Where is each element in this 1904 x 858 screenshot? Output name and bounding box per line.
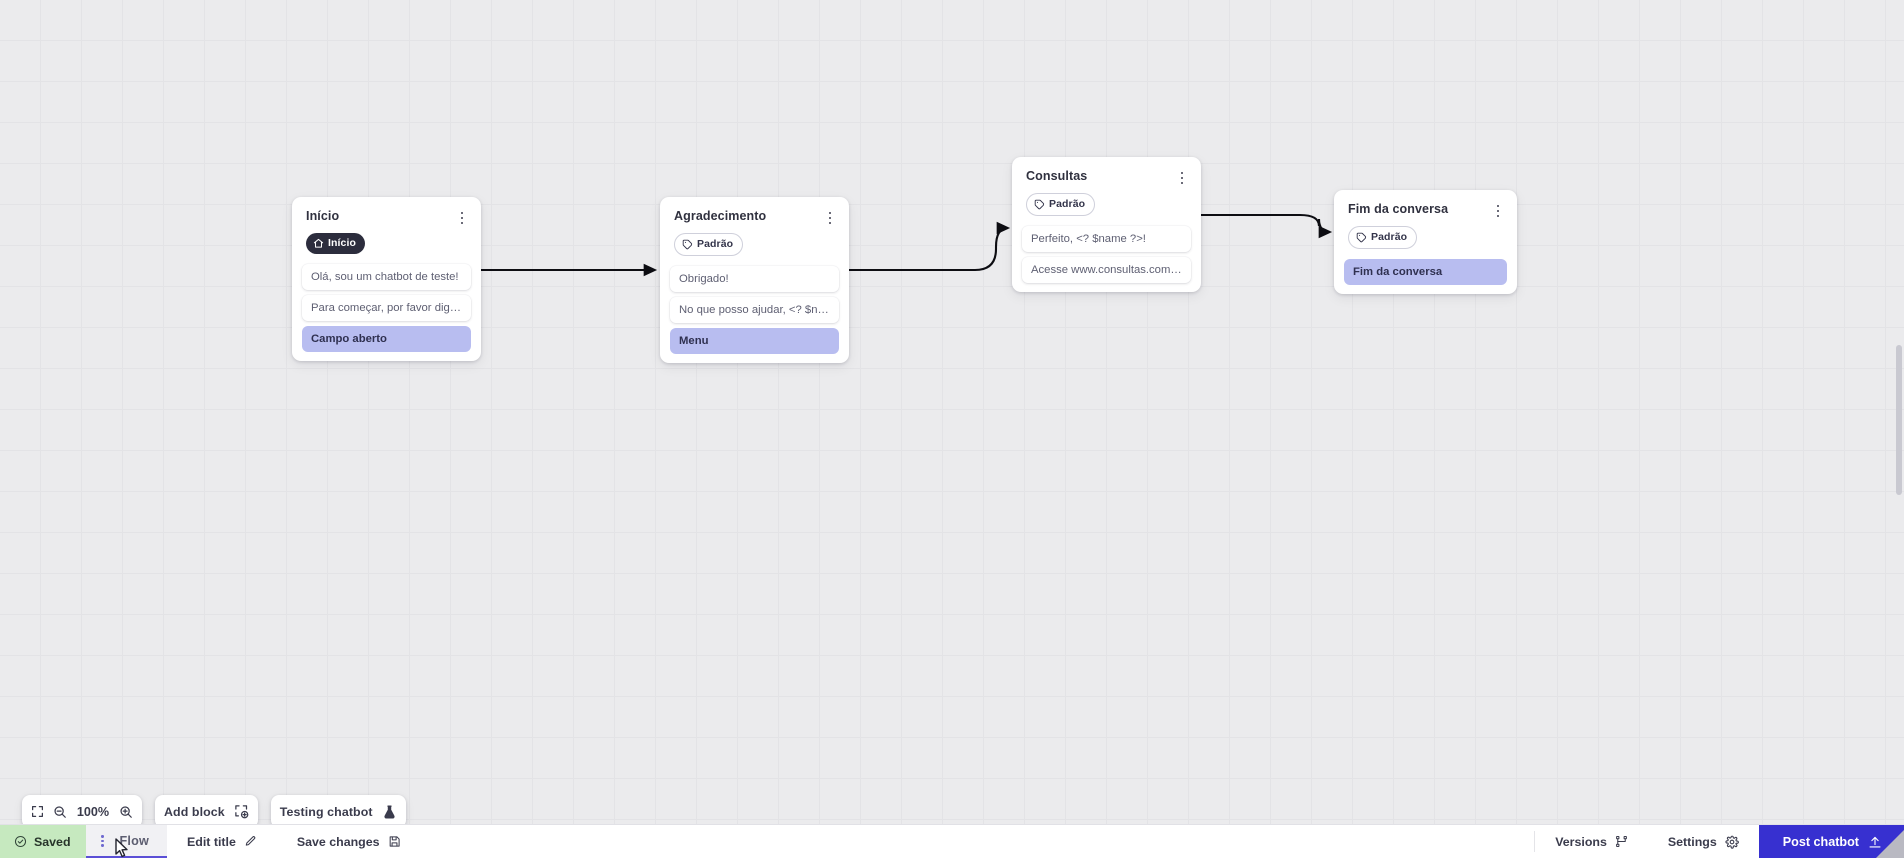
node-rows: Perfeito, <? $name ?>! Acesse www.consul… xyxy=(1022,226,1191,283)
node-header: Início xyxy=(302,207,471,226)
pencil-icon xyxy=(245,836,256,846)
add-block-group[interactable]: Add block xyxy=(155,795,258,828)
flow-node-fim-da-conversa[interactable]: Fim da conversa Padrão Fim da conversa xyxy=(1334,190,1517,294)
node-badge-row: Padrão xyxy=(1022,186,1191,218)
node-row[interactable]: No que posso ajudar, <? $name ... xyxy=(670,297,839,323)
node-row[interactable]: Para começar, por favor digite o ... xyxy=(302,295,471,321)
node-title: Fim da conversa xyxy=(1348,202,1449,216)
node-menu-icon[interactable] xyxy=(1175,170,1189,186)
flow-node-agradecimento[interactable]: Agradecimento Padrão Obrigado! No que po… xyxy=(660,197,849,363)
save-changes-label: Save changes xyxy=(296,834,380,849)
node-row-accent[interactable]: Campo aberto xyxy=(302,326,471,352)
node-badge-row: Padrão xyxy=(1344,219,1507,251)
tag-icon xyxy=(1034,199,1045,210)
node-title: Agradecimento xyxy=(674,209,767,223)
post-chatbot-label: Post chatbot xyxy=(1782,834,1859,849)
versions-label: Versions xyxy=(1555,834,1607,849)
node-header: Agradecimento xyxy=(670,207,839,226)
canvas-toolbar: 100% Add block Testing chatbot xyxy=(22,795,406,828)
node-badge-padrao[interactable]: Padrão xyxy=(674,233,744,256)
tab-flow[interactable]: Flow xyxy=(85,825,167,858)
branch-icon xyxy=(1615,836,1627,847)
node-badge-label: Início xyxy=(328,237,357,250)
flow-connectors xyxy=(481,213,1333,277)
node-title: Início xyxy=(306,209,340,223)
node-badge-label: Padrão xyxy=(697,238,734,251)
zoom-controls-group: 100% xyxy=(22,795,142,828)
node-header: Fim da conversa xyxy=(1344,200,1507,219)
bottom-status-bar: Saved Flow Edit title Save changes Versi… xyxy=(0,824,1904,858)
edit-title-label: Edit title xyxy=(187,834,236,849)
node-row-accent[interactable]: Fim da conversa xyxy=(1344,259,1507,285)
node-badge-row: Início xyxy=(302,226,471,256)
canvas-vertical-scrollbar[interactable] xyxy=(1896,345,1902,495)
node-badge-label: Padrão xyxy=(1371,231,1408,244)
flow-node-inicio[interactable]: Início Início Olá, sou um chatbot de tes… xyxy=(292,197,481,361)
node-title: Consultas xyxy=(1026,169,1088,183)
node-rows: Olá, sou um chatbot de teste! Para começ… xyxy=(302,264,471,352)
node-menu-icon[interactable] xyxy=(1491,203,1505,219)
bottom-bar-divider xyxy=(1534,831,1536,852)
flow-canvas[interactable]: Início Início Olá, sou um chatbot de tes… xyxy=(0,0,1904,824)
settings-button[interactable]: Settings xyxy=(1648,825,1759,858)
node-row-accent[interactable]: Menu xyxy=(670,328,839,354)
zoom-out-icon[interactable] xyxy=(53,805,67,819)
node-menu-icon[interactable] xyxy=(823,210,837,226)
node-menu-icon[interactable] xyxy=(455,210,469,226)
add-block-icon[interactable] xyxy=(234,804,249,819)
edge-agradecimento-consultas xyxy=(849,221,1011,272)
gear-icon xyxy=(1725,835,1739,849)
flow-tab-label: Flow xyxy=(119,833,149,848)
zoom-in-icon[interactable] xyxy=(119,805,133,819)
node-badge-padrao[interactable]: Padrão xyxy=(1348,226,1418,249)
node-rows: Obrigado! No que posso ajudar, <? $name … xyxy=(670,266,839,354)
home-icon xyxy=(313,238,324,248)
floppy-disk-icon xyxy=(389,836,400,847)
add-block-label: Add block xyxy=(164,804,225,819)
node-rows: Fim da conversa xyxy=(1344,259,1507,285)
settings-label: Settings xyxy=(1667,834,1717,849)
node-row[interactable]: Acesse www.consultas.com par... xyxy=(1022,257,1191,283)
node-badge-inicio[interactable]: Início xyxy=(306,233,366,254)
node-badge-label: Padrão xyxy=(1049,198,1086,211)
window-resize-grip[interactable] xyxy=(1876,830,1904,858)
versions-button[interactable]: Versions xyxy=(1535,825,1648,858)
node-badge-padrao[interactable]: Padrão xyxy=(1026,193,1096,216)
edit-title-button[interactable]: Edit title xyxy=(167,825,277,858)
testing-chatbot-group[interactable]: Testing chatbot xyxy=(270,795,406,828)
zoom-level: 100% xyxy=(76,804,110,819)
node-row[interactable]: Perfeito, <? $name ?>! xyxy=(1022,226,1191,252)
saved-label: Saved xyxy=(34,834,71,849)
node-row[interactable]: Olá, sou um chatbot de teste! xyxy=(302,264,471,290)
testing-chatbot-label: Testing chatbot xyxy=(279,804,373,819)
save-changes-button[interactable]: Save changes xyxy=(277,825,421,858)
fit-screen-icon[interactable] xyxy=(31,805,44,818)
node-header: Consultas xyxy=(1022,167,1191,186)
check-circle-icon xyxy=(14,835,27,848)
saved-status-badge: Saved xyxy=(0,825,86,858)
flow-tab-menu-icon[interactable] xyxy=(96,834,110,848)
flask-icon[interactable] xyxy=(382,804,397,820)
node-row[interactable]: Obrigado! xyxy=(670,266,839,292)
node-badge-row: Padrão xyxy=(670,226,839,258)
bottom-bar-spacer xyxy=(421,825,1535,858)
tag-icon xyxy=(1356,232,1367,243)
flow-node-consultas[interactable]: Consultas Padrão Perfeito, <? $name ?>! … xyxy=(1012,157,1201,292)
tag-icon xyxy=(682,239,693,250)
edge-consultas-fim xyxy=(1201,213,1333,239)
